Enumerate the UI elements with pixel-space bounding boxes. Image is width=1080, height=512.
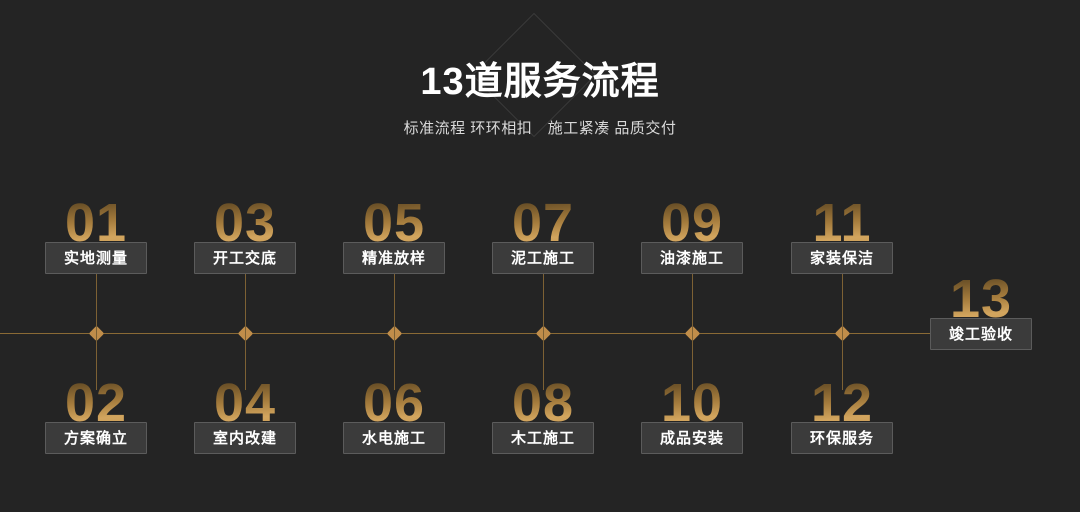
step-number: 11: [752, 196, 932, 250]
timeline-connector-up: [245, 274, 246, 333]
step-label-box[interactable]: 水电施工: [342, 422, 446, 454]
timeline-horizontal-axis: [0, 333, 932, 334]
step-label-box[interactable]: 室内改建: [193, 422, 297, 454]
step-label-box[interactable]: 成品安装: [640, 422, 744, 454]
step-label-box[interactable]: 实地测量: [44, 242, 148, 274]
step-number: 06: [304, 376, 484, 430]
timeline-connector-up: [842, 274, 843, 333]
timeline-connector-up: [692, 274, 693, 333]
step-number: 02: [6, 376, 186, 430]
step-label-box[interactable]: 油漆施工: [640, 242, 744, 274]
timeline-connector-down: [692, 333, 693, 390]
step-label-box[interactable]: 泥工施工: [491, 242, 595, 274]
header: 13道服务流程 标准流程 环环相扣 施工紧凑 品质交付: [0, 0, 1080, 180]
step-number: 08: [453, 376, 633, 430]
step-number: 04: [155, 376, 335, 430]
step-label-box[interactable]: 家装保洁: [790, 242, 894, 274]
step-number: 09: [602, 196, 782, 250]
timeline-connector-up: [543, 274, 544, 333]
timeline-connector-down: [245, 333, 246, 390]
step-number: 07: [453, 196, 633, 250]
step-number: 13: [891, 272, 1071, 326]
step-number: 01: [6, 196, 186, 250]
step-label-box[interactable]: 木工施工: [491, 422, 595, 454]
step-label-box[interactable]: 方案确立: [44, 422, 148, 454]
step-number: 03: [155, 196, 335, 250]
timeline-connector-up: [394, 274, 395, 333]
step-label-box[interactable]: 环保服务: [790, 422, 894, 454]
timeline-connector-down: [543, 333, 544, 390]
step-label-box[interactable]: 竣工验收: [929, 318, 1033, 350]
step-label-box[interactable]: 精准放样: [342, 242, 446, 274]
page-subtitle: 标准流程 环环相扣 施工紧凑 品质交付: [403, 120, 677, 137]
step-number: 05: [304, 196, 484, 250]
step-label-box[interactable]: 开工交底: [193, 242, 297, 274]
step-number: 12: [752, 376, 932, 430]
page-title: 13道服务流程: [420, 61, 660, 103]
timeline-connector-up: [96, 274, 97, 333]
step-number: 10: [602, 376, 782, 430]
timeline-connector-down: [96, 333, 97, 390]
timeline-connector-down: [842, 333, 843, 390]
timeline-connector-down: [394, 333, 395, 390]
